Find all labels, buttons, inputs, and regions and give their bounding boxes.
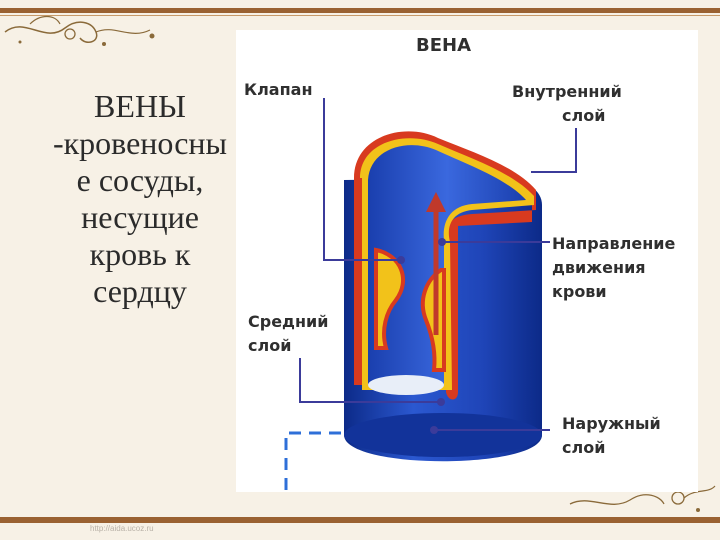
label-direction-3: крови [552, 282, 607, 302]
title-line: кровь к [30, 236, 250, 273]
label-outer-layer-2: слой [562, 438, 605, 458]
top-border [0, 8, 720, 13]
middle-pointer-dot [437, 398, 445, 406]
label-middle-layer-1: Средний [248, 312, 328, 332]
dashed-cut-outline [286, 433, 344, 490]
title-line: несущие [30, 199, 250, 236]
direction-pointer-dot [438, 238, 446, 246]
title-line: ВЕНЫ [30, 88, 250, 125]
outer-pointer-dot [430, 426, 438, 434]
label-inner-layer-1: Внутренний [512, 82, 622, 102]
bottom-border [0, 517, 720, 523]
title-line: е сосуды, [30, 162, 250, 199]
valve-pointer-dot [397, 256, 405, 264]
watermark-url: http://aida.ucoz.ru [90, 524, 154, 533]
label-valve: Клапан [244, 80, 313, 100]
diagram-title: ВЕНА [416, 36, 471, 56]
slide-title-text: ВЕНЫ -кровеносны е сосуды, несущие кровь… [30, 88, 250, 310]
label-inner-layer-2: слой [562, 106, 605, 126]
flourish-ornament-top-left [0, 14, 170, 54]
label-middle-layer-2: слой [248, 336, 291, 356]
label-direction-2: движения [552, 258, 646, 278]
title-line: сердцу [30, 273, 250, 310]
title-line: -кровеносны [30, 125, 250, 162]
label-outer-layer-1: Наружный [562, 414, 661, 434]
label-direction-1: Направление [552, 234, 675, 254]
